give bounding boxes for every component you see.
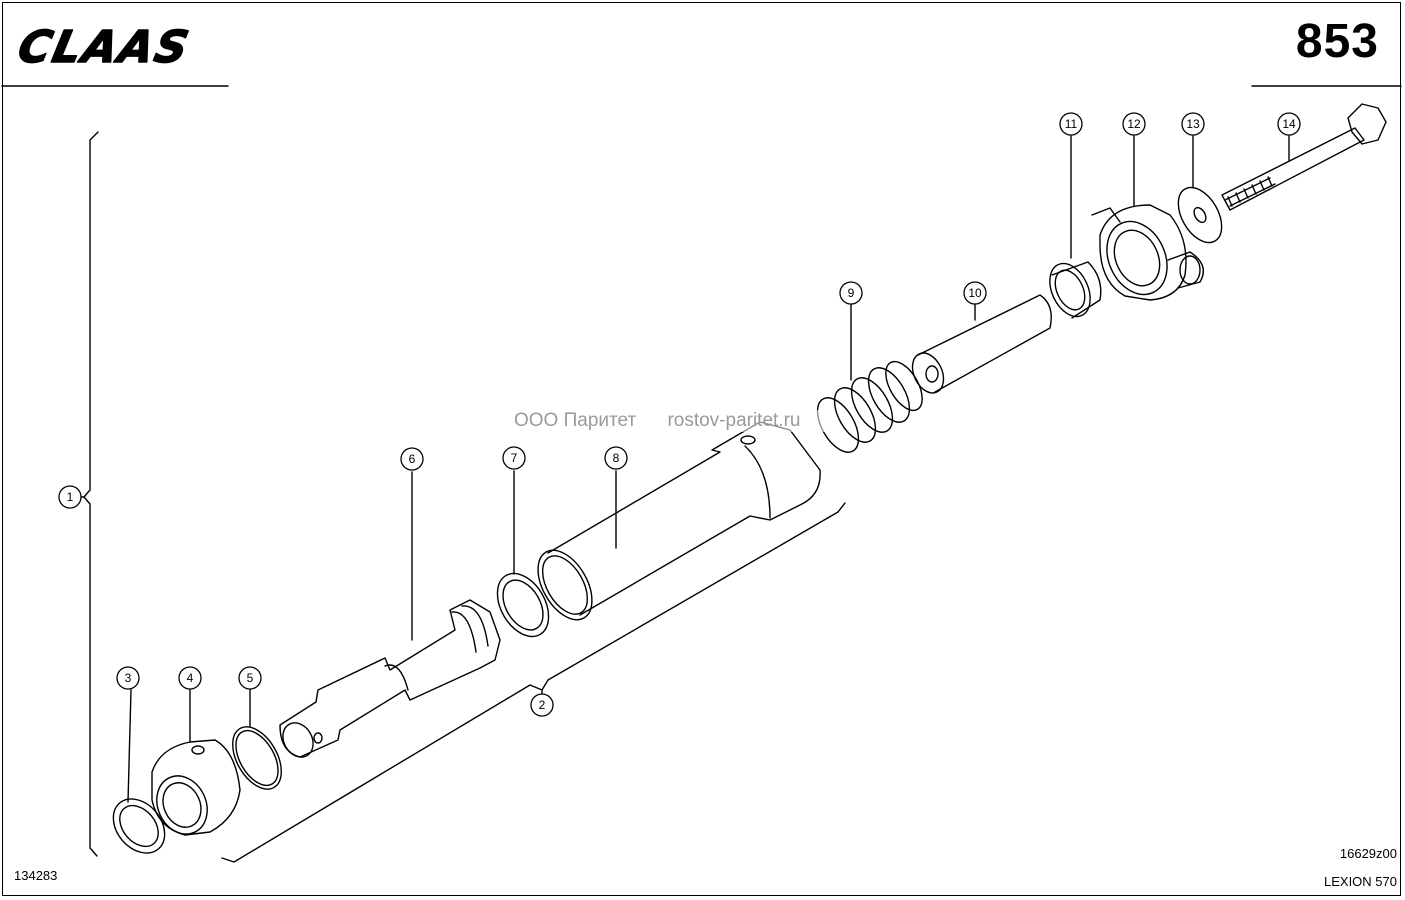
part-8-cylinder-barrel [537, 421, 821, 621]
part-6-piston-rod [279, 471, 501, 758]
callout-10: 10 [963, 281, 987, 305]
callout-12: 12 [1122, 112, 1146, 136]
part-5-o-ring [232, 689, 282, 790]
callout-2: 2 [530, 693, 554, 717]
callout-14: 14 [1277, 112, 1301, 136]
part-13-washer [1177, 135, 1223, 244]
part-7-ring [496, 470, 550, 638]
assembly-bracket-1 [83, 131, 99, 857]
callout-13: 13 [1181, 112, 1205, 136]
callout-label-9: 9 [848, 286, 855, 300]
callout-label-2: 2 [539, 698, 546, 712]
drawing-number: 134283 [14, 868, 58, 883]
callout-3: 3 [116, 666, 140, 690]
callout-label-4: 4 [187, 671, 194, 685]
assembly-bracket-2 [221, 502, 846, 863]
callout-label-1: 1 [67, 490, 74, 504]
callout-11: 11 [1059, 112, 1083, 136]
callout-label-5: 5 [247, 671, 254, 685]
callout-9: 9 [839, 281, 863, 305]
reference-code: 16629z00 [1339, 846, 1397, 861]
watermark-company: ООО Паритет [514, 410, 637, 431]
part-4-rod-eye [151, 689, 241, 836]
callout-label-11: 11 [1065, 117, 1078, 131]
part-12-bearing-housing [1091, 135, 1204, 301]
part-14-bolt [1221, 103, 1387, 211]
part-3-ring [112, 689, 166, 854]
callout-label-12: 12 [1127, 117, 1141, 131]
part-9-spring [816, 304, 923, 453]
callout-label-3: 3 [125, 671, 132, 685]
callout-5: 5 [238, 666, 262, 690]
claas-logo: CLAAS [13, 22, 195, 74]
watermark: ООО Паритет rostov-paritet.ru [512, 410, 829, 432]
part-10-sleeve [911, 294, 1052, 394]
callout-8: 8 [604, 446, 628, 470]
callout-label-14: 14 [1282, 117, 1296, 131]
watermark-site: rostov-paritet.ru [667, 410, 801, 431]
part-11-bushing [1049, 135, 1102, 319]
callout-1: 1 [58, 485, 82, 509]
callout-label-13: 13 [1186, 117, 1200, 131]
callout-7: 7 [502, 446, 526, 470]
callout-label-8: 8 [613, 451, 620, 465]
callout-6: 6 [400, 447, 424, 471]
callout-4: 4 [178, 666, 202, 690]
machine-model: LEXION 570 [1324, 874, 1397, 889]
callout-label-10: 10 [968, 286, 982, 300]
callout-label-6: 6 [409, 452, 416, 466]
callout-label-7: 7 [511, 451, 518, 465]
svg-text:CLAAS: CLAAS [14, 22, 195, 72]
page-number: 853 [1295, 15, 1379, 68]
